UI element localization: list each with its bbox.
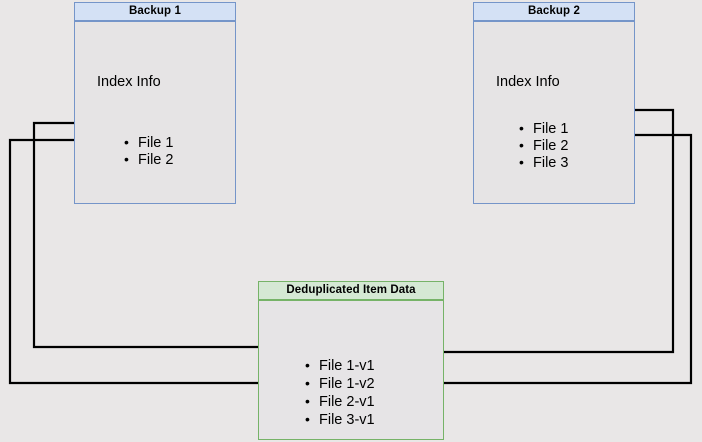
node-backup-2[interactable]: Backup 2 Index Info File 1 File 2 File 3	[473, 2, 635, 204]
dedup-file-list: File 1-v1 File 1-v2 File 2-v1 File 3-v1	[305, 356, 375, 429]
node-backup-1-body: Index Info File 1 File 2	[74, 21, 236, 204]
list-item: File 2	[519, 137, 568, 155]
list-item: File 1-v2	[305, 374, 375, 393]
list-item: File 2-v1	[305, 392, 375, 411]
node-backup-2-title: Backup 2	[473, 2, 635, 21]
list-item: File 3	[519, 154, 568, 172]
node-deduplicated-item-data[interactable]: Deduplicated Item Data File 1-v1 File 1-…	[258, 281, 444, 440]
list-item: File 3-v1	[305, 410, 375, 429]
backup-1-index-info-label: Index Info	[97, 74, 161, 90]
backup-1-file-list: File 1 File 2	[124, 134, 173, 169]
list-item: File 1-v1	[305, 356, 375, 375]
node-backup-1[interactable]: Backup 1 Index Info File 1 File 2	[74, 2, 236, 204]
backup-2-index-info-label: Index Info	[496, 74, 560, 90]
node-deduplicated-item-data-body: File 1-v1 File 1-v2 File 2-v1 File 3-v1	[258, 300, 444, 440]
node-backup-2-body: Index Info File 1 File 2 File 3	[473, 21, 635, 204]
list-item: File 1	[519, 120, 568, 138]
node-deduplicated-item-data-title: Deduplicated Item Data	[258, 281, 444, 300]
list-item: File 2	[124, 151, 173, 169]
backup-2-file-list: File 1 File 2 File 3	[519, 120, 568, 172]
list-item: File 1	[124, 134, 173, 152]
node-backup-1-title: Backup 1	[74, 2, 236, 21]
